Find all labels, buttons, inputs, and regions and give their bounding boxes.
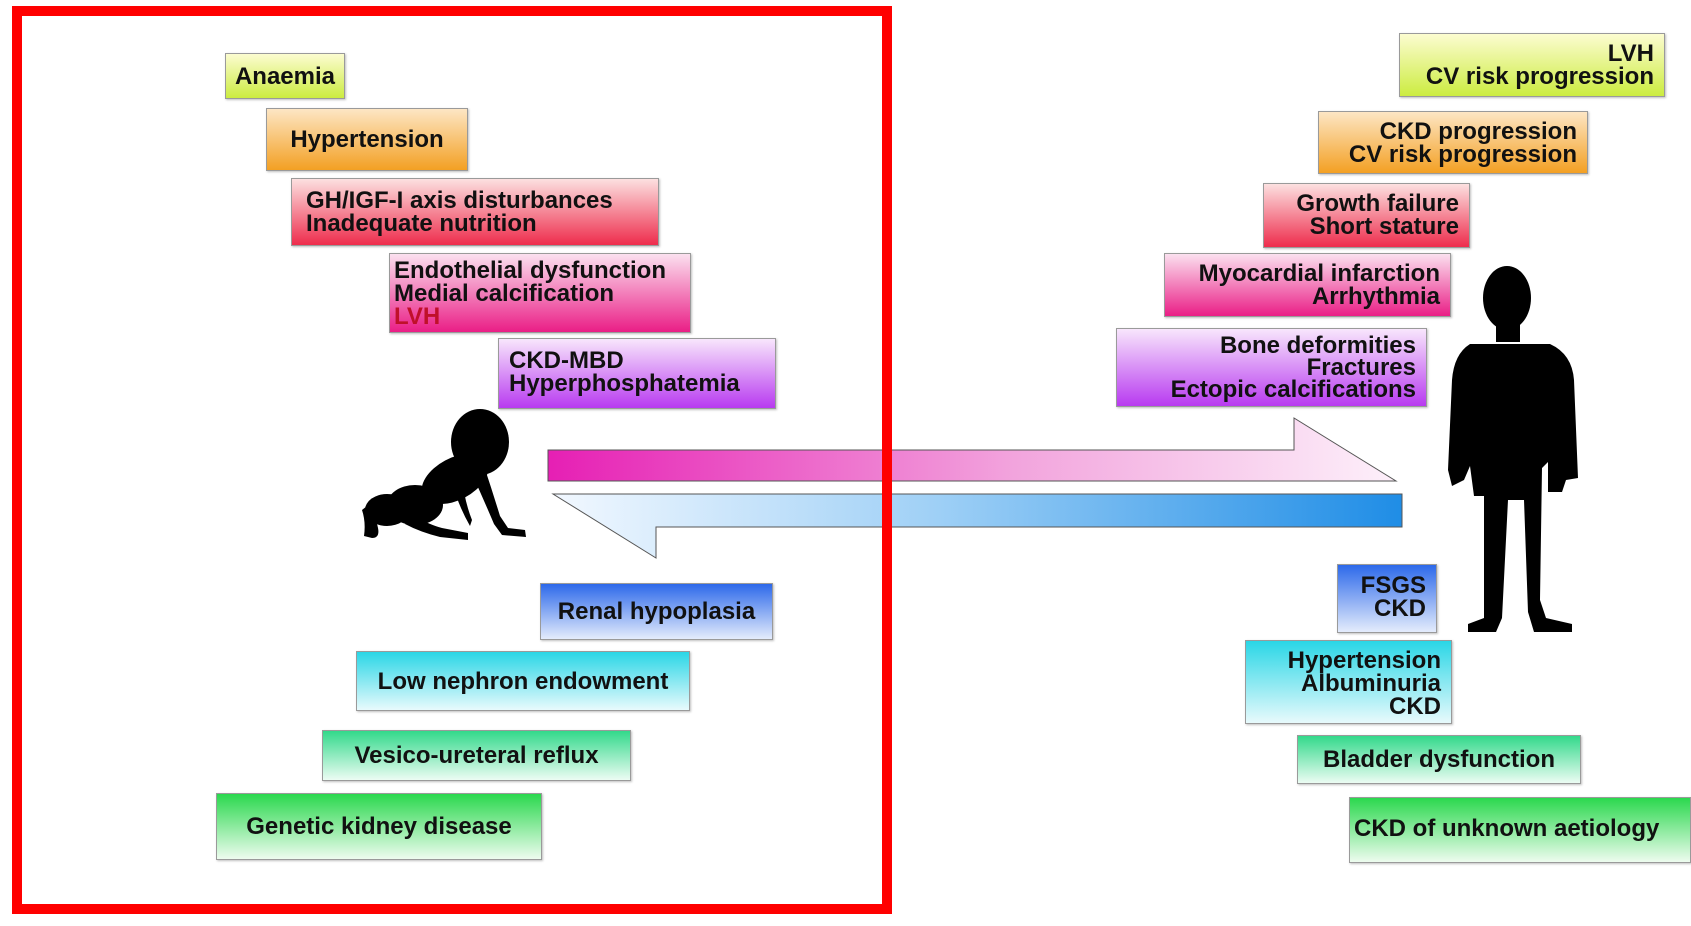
complication-label: Hypertension bbox=[290, 126, 444, 153]
complication-box-hypertension: Hypertension bbox=[266, 108, 468, 171]
cause-box-vur: Vesico-ureteral reflux bbox=[322, 730, 631, 781]
cause-box-genetic: Genetic kidney disease bbox=[216, 793, 542, 860]
complication-label: GH/IGF-I axis disturbances bbox=[306, 187, 613, 214]
infant-silhouette-icon bbox=[362, 409, 526, 540]
complication-label: Growth failure bbox=[1296, 190, 1459, 217]
cause-box-low-nephron: Low nephron endowment bbox=[356, 651, 690, 711]
complication-box-anaemia: Anaemia bbox=[225, 53, 345, 99]
complication-box-lvh-cv: LVH CV risk progression bbox=[1399, 33, 1665, 97]
cause-box-fsgs: FSGS CKD bbox=[1337, 564, 1437, 633]
complication-label: Medial calcification bbox=[394, 280, 615, 307]
complication-box-vascular: Endothelial dysfunction Medial calcifica… bbox=[389, 253, 691, 333]
cause-label: CKD bbox=[1389, 693, 1441, 720]
complication-label: LVH bbox=[394, 303, 441, 330]
complication-label: LVH bbox=[1607, 40, 1654, 67]
cause-box-renal-hypoplasia: Renal hypoplasia bbox=[540, 583, 773, 640]
cause-label: Hypertension bbox=[1287, 647, 1441, 674]
complication-label: Anaemia bbox=[234, 62, 336, 90]
highlight-frame bbox=[12, 6, 892, 914]
complication-box-ckd-progression: CKD progression CV risk progression bbox=[1318, 111, 1588, 174]
cause-label: CKD bbox=[1374, 595, 1426, 622]
cause-box-ckd-unknown: CKD of unknown aetiology bbox=[1349, 797, 1691, 863]
complication-box-ckd-mbd: CKD-MBD Hyperphosphatemia bbox=[498, 338, 776, 409]
complication-box-growth-axis: GH/IGF-I axis disturbances Inadequate nu… bbox=[291, 178, 659, 246]
complication-label: CKD-MBD bbox=[509, 347, 624, 374]
cause-box-bladder: Bladder dysfunction bbox=[1297, 735, 1581, 784]
forward-arrow bbox=[547, 417, 1398, 482]
complication-label: CV risk progression bbox=[1425, 63, 1654, 90]
complication-box-mi: Myocardial infarction Arrhythmia bbox=[1164, 253, 1451, 317]
cause-label: Low nephron endowment bbox=[377, 667, 669, 695]
cause-label: FSGS bbox=[1360, 572, 1426, 599]
backward-arrow bbox=[551, 493, 1403, 559]
cause-label: Vesico-ureteral reflux bbox=[354, 742, 599, 769]
complication-box-growth-failure: Growth failure Short stature bbox=[1263, 183, 1470, 248]
cause-label: CKD of unknown aetiology bbox=[1354, 815, 1660, 842]
complication-label: Endothelial dysfunction bbox=[394, 257, 667, 284]
complication-label: CKD progression bbox=[1379, 118, 1577, 145]
complication-label: CV risk progression bbox=[1348, 141, 1577, 168]
cause-label: Genetic kidney disease bbox=[246, 813, 512, 840]
complication-label: Ectopic calcifications bbox=[1170, 376, 1416, 403]
complication-label: Hyperphosphatemia bbox=[509, 370, 740, 397]
complication-label: Short stature bbox=[1309, 213, 1459, 240]
adult-silhouette-icon bbox=[1448, 266, 1578, 632]
cause-label: Bladder dysfunction bbox=[1322, 746, 1556, 773]
complication-label: Fractures bbox=[1306, 354, 1416, 381]
cause-label: Renal hypoplasia bbox=[557, 598, 756, 625]
cause-box-hypertension-albuminuria: Hypertension Albuminuria CKD bbox=[1245, 640, 1452, 724]
complication-label: Inadequate nutrition bbox=[306, 210, 537, 237]
complication-label: Bone deformities bbox=[1219, 332, 1416, 359]
cause-label: Albuminuria bbox=[1300, 670, 1441, 697]
complication-label: Myocardial infarction bbox=[1198, 260, 1440, 287]
complication-box-bone: Bone deformities Fractures Ectopic calci… bbox=[1116, 328, 1427, 407]
complication-label: Arrhythmia bbox=[1311, 283, 1440, 310]
